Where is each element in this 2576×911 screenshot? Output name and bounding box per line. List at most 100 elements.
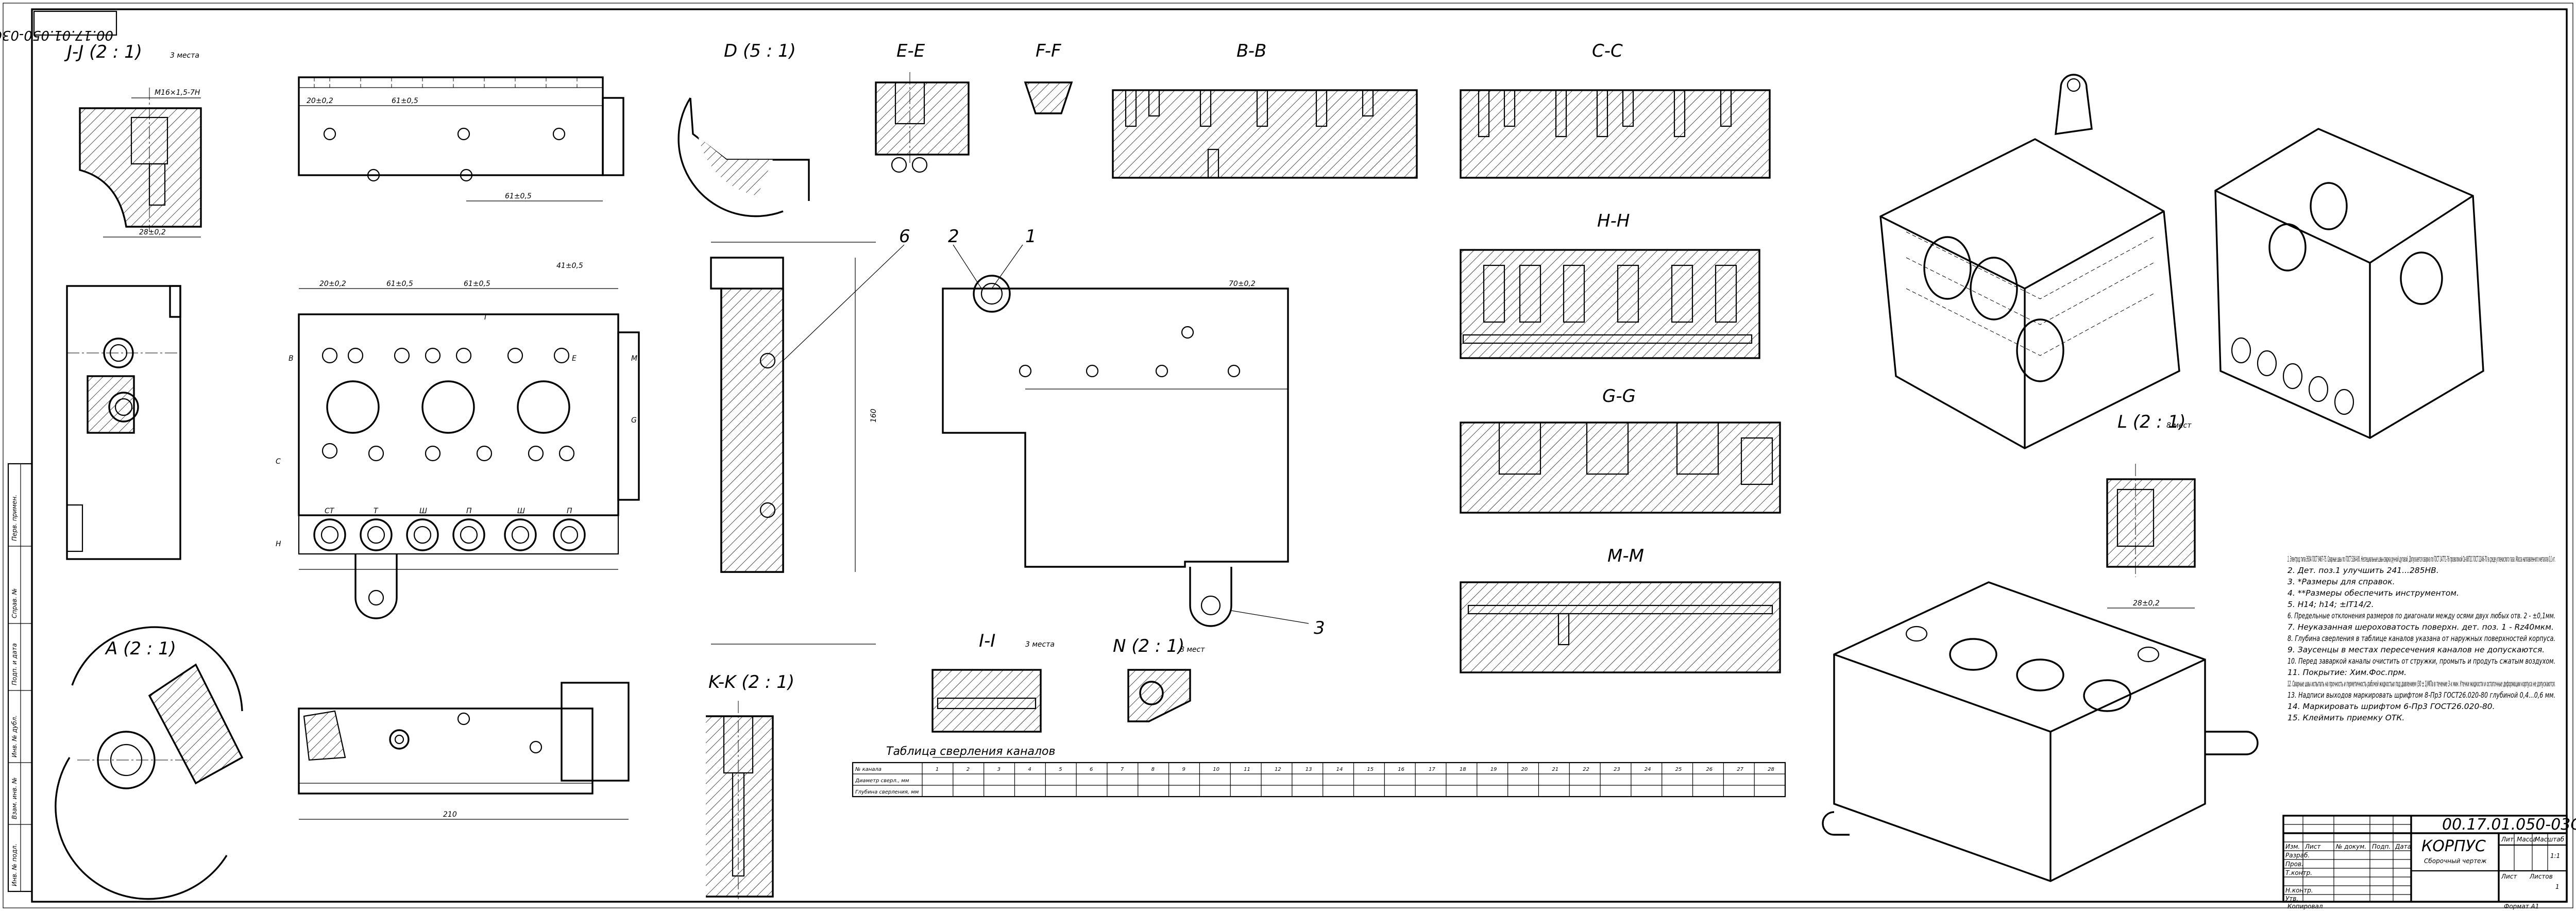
- tb-row-izm: Изм.: [2285, 843, 2300, 850]
- channels-col-number: 27: [1737, 767, 1743, 772]
- note-5: 5. H14; h14; ±IT14/2.: [2287, 600, 2374, 609]
- front-main-port-row: [313, 518, 586, 551]
- channels-header-depth: Глубина сверления, мм: [855, 789, 919, 795]
- view-ff-label: F-F: [1036, 41, 1061, 61]
- channels-col-number: 12: [1275, 767, 1281, 772]
- title-block-code: 00.17.01.050-03СБ: [2442, 816, 2576, 834]
- svg-text:28±0,2: 28±0,2: [139, 228, 166, 237]
- view-cc: C-C: [1460, 41, 1771, 179]
- section-letter-e: E: [572, 355, 577, 363]
- view-jj-label: J-J (2 : 1): [64, 42, 142, 62]
- view-ee-label: E-E: [896, 41, 925, 61]
- channels-col-number: 22: [1583, 767, 1589, 772]
- view-ii-note: 3 места: [1025, 640, 1055, 649]
- tb-row-tcontr: Т.контр.: [2285, 869, 2312, 876]
- title-block-copied: Копировал: [2287, 903, 2323, 910]
- svg-text:70±0,2: 70±0,2: [1229, 280, 1256, 288]
- channels-col-number: 7: [1121, 767, 1124, 772]
- channels-col-number: 14: [1336, 767, 1343, 772]
- note-10: 10. Перед заваркой каналы очистить от ст…: [2287, 656, 2555, 666]
- tb-row-ncontr: Н.контр.: [2285, 887, 2313, 894]
- top-stamp-code: 00.17.01.050-03СБ: [0, 27, 113, 43]
- view-ll-note: 8 мест: [2166, 421, 2192, 430]
- channels-col-number: 11: [1244, 767, 1250, 772]
- sheet-outer-border: [3, 3, 2573, 908]
- title-block-subtitle: Сборочный чертеж: [2424, 857, 2487, 865]
- channels-col-number: 6: [1090, 767, 1093, 772]
- note-11: 11. Покрытие: Хим.Фос.прм.: [2287, 668, 2406, 677]
- view-d-label: D (5 : 1): [724, 41, 796, 61]
- view-ll: L (2 : 1) 8 мест 28±0,2: [2106, 412, 2196, 609]
- title-block-mass-label: Масса: [2517, 836, 2536, 843]
- channels-table-title: Таблица сверления каналов: [886, 745, 1056, 758]
- tb-row-approve: Утв.: [2285, 895, 2298, 902]
- tb-row-sign: Подп.: [2372, 843, 2391, 850]
- channels-col-number: 3: [997, 767, 1001, 772]
- section-letter-i: I: [484, 313, 486, 322]
- view-n-label: N (2 : 1): [1113, 636, 1184, 656]
- svg-text:20±0,2: 20±0,2: [319, 280, 346, 288]
- note-2: 2. Дет. поз.1 улучшить 241...285НВ.: [2287, 566, 2439, 575]
- front-main-small-holes: [321, 347, 575, 462]
- note-7: 7. Неуказанная шероховатость поверхн. де…: [2287, 622, 2554, 632]
- front-main-section-letters: B E I M G C H: [276, 313, 637, 548]
- title-block-lit-label: Лит.: [2501, 836, 2516, 843]
- balloon-3: 3: [1314, 618, 1325, 638]
- channels-col-number: 18: [1460, 767, 1466, 772]
- channels-col-number: 20: [1521, 767, 1528, 772]
- port-label-5: Ш: [517, 507, 525, 515]
- isometric-view-2: [2214, 128, 2484, 439]
- port-label-6: П: [567, 507, 572, 515]
- tb-row-list: Лист: [2304, 843, 2321, 850]
- view-hh-label: H-H: [1597, 211, 1630, 231]
- note-9: 9. Заусенцы в местах пересечения каналов…: [2287, 645, 2545, 654]
- front-main-port-labels: СТ Т Ш П Ш П: [325, 507, 572, 515]
- note-4: 4. **Размеры обеспечить инструментом.: [2287, 588, 2459, 598]
- side-col-2: Справ. №: [11, 588, 18, 618]
- view-ff: F-F: [1024, 41, 1073, 114]
- view-kk-label: K-K (2 : 1): [708, 672, 794, 693]
- isometric-view-3: [1822, 581, 2259, 882]
- section-letter-c: C: [276, 458, 281, 466]
- note-15: 15. Клеймить приемку ОТК.: [2287, 713, 2404, 722]
- front-main-large-bores: [326, 380, 570, 434]
- channels-col-number: 5: [1059, 767, 1062, 772]
- channels-header-diam: Диаметр сверл., мм: [855, 778, 909, 784]
- view-a-label: A (2 : 1): [105, 638, 176, 659]
- side-col-1: Перв. примен.: [11, 495, 18, 541]
- channels-col-number: 28: [1768, 767, 1774, 772]
- center-height-dim: 160: [870, 409, 878, 423]
- note-6: 6. Предельные отклонения размеров по диа…: [2287, 611, 2555, 620]
- note-13: 13. Надписи выходов маркировать шрифтом …: [2287, 690, 2555, 700]
- title-block-title: КОРПУС: [2421, 837, 2486, 855]
- balloon-callouts: 1 2 3 6: [783, 226, 1325, 638]
- port-label-2: Т: [374, 507, 379, 515]
- technical-notes: 1. Электрод типа Э50А ГОСТ 9467-75. Свар…: [2287, 554, 2555, 722]
- title-block-sheet-label: Лист: [2501, 873, 2517, 880]
- tb-row-doc: № докум.: [2335, 843, 2366, 850]
- view-n-note: 8 мест: [1180, 646, 1205, 654]
- view-jj-thread-dim: M16×1,5-7H: [155, 89, 200, 97]
- view-gg-label: G-G: [1602, 386, 1636, 407]
- channels-col-number: 2: [967, 767, 970, 772]
- channels-header-no: № канала: [855, 767, 882, 772]
- svg-text:61±0,5: 61±0,5: [505, 192, 532, 200]
- iso2-bottom-ports: [2231, 337, 2354, 415]
- view-front-main: 20±0,2 61±0,5 61±0,5 41±0,5 СТ: [276, 262, 640, 619]
- note-1: 1. Электрод типа Э50А ГОСТ 9467-75. Свар…: [2287, 554, 2555, 564]
- gg-cavities: [1498, 421, 1773, 485]
- top-plate-coord-dim: 20±0,2: [307, 97, 333, 105]
- title-block-scale-value: 1:1: [2550, 852, 2560, 859]
- side-col-4: Инв. № дубл.: [11, 715, 18, 757]
- title-block: 00.17.01.050-03СБ КОРПУС Сборочный черте…: [2282, 815, 2576, 910]
- channels-col-number: 23: [1614, 767, 1620, 772]
- view-ii-label: I-I: [979, 631, 995, 651]
- side-col-5: Взам. инв. №: [11, 778, 18, 819]
- svg-text:61±0,5: 61±0,5: [386, 280, 413, 288]
- top-plate-pitch-dim: 61±0,5: [392, 97, 418, 105]
- sheet-inner-frame: [31, 8, 2568, 903]
- side-columns: Перв. примен. Справ. № Подп. и дата Инв.…: [7, 463, 33, 892]
- side-col-6: Инв. № подл.: [11, 843, 18, 886]
- bottom-overall-dim: 210: [443, 811, 457, 819]
